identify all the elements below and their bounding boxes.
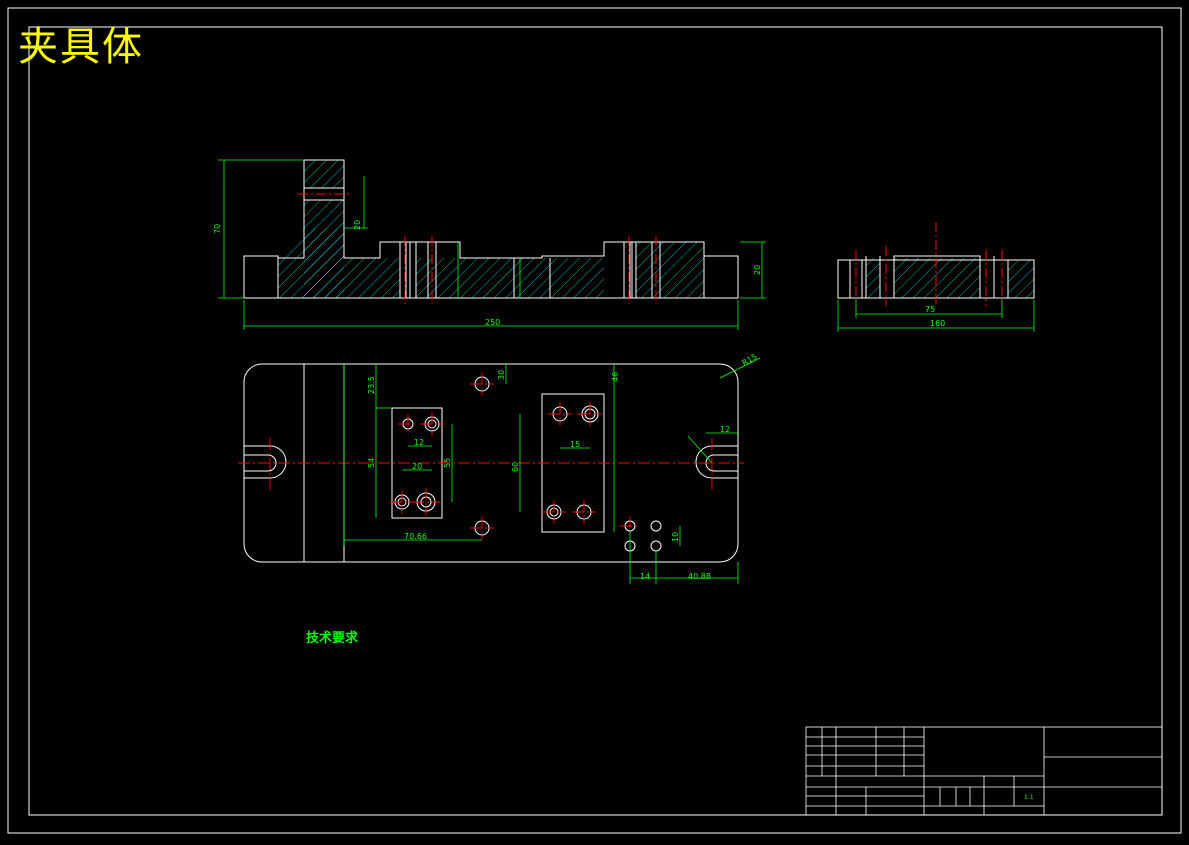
inner-border: [28, 26, 1163, 816]
dim-20: 20: [412, 462, 422, 471]
plan-view: 70.66 40.88 14 12 12 15 20 23.5 46 30 55…: [238, 352, 761, 584]
dim-40-88: 40.88: [688, 572, 711, 581]
side-section-view: 160 75: [837, 222, 1035, 332]
dim-60: 60: [511, 462, 520, 472]
front-section-view: 250 70 20 20: [213, 159, 766, 330]
dim-base-height: 20: [753, 265, 762, 275]
dim-23-5: 23.5: [367, 376, 376, 394]
dim-30: 30: [497, 370, 506, 380]
dim-46: 46: [611, 372, 620, 382]
title-block-scale: 1:1: [1024, 794, 1034, 801]
dim-55: 55: [443, 458, 452, 468]
dim-slot-width: 20: [353, 220, 362, 230]
dim-14: 14: [640, 572, 650, 581]
drawing-title: 夹具体: [18, 24, 144, 70]
dim-12a: 12: [414, 438, 424, 447]
dim-side-inner: 75: [925, 305, 935, 314]
dim-70-66: 70.66: [404, 532, 427, 541]
dim-side-width: 160: [930, 319, 945, 328]
technical-requirements-title: 技术要求: [306, 631, 359, 646]
title-block: [805, 726, 1163, 816]
dim-10: 10: [671, 532, 680, 542]
dim-overall-length: 250: [485, 318, 500, 327]
dim-54: 54: [367, 458, 376, 468]
dim-r15: R15: [741, 352, 759, 368]
outer-border: [7, 7, 1182, 834]
dim-12b: 12: [720, 425, 730, 434]
dim-15: 15: [570, 440, 580, 449]
dim-overall-height: 70: [213, 224, 222, 234]
